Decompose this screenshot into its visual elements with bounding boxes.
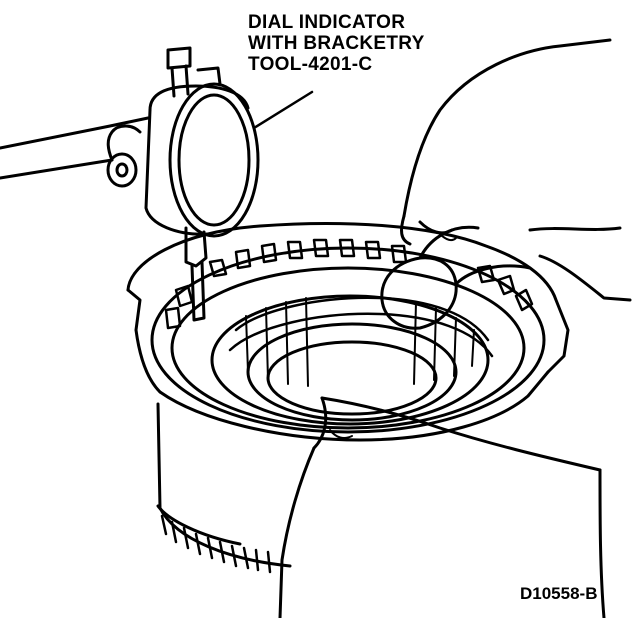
pressing-hand bbox=[380, 38, 632, 330]
callout-line-3: TOOL-4201-C bbox=[248, 54, 373, 75]
callout-leader bbox=[252, 90, 314, 130]
clutch-drum bbox=[126, 222, 570, 574]
bracket-arm bbox=[0, 116, 150, 188]
figure-id: D10558-B bbox=[520, 584, 598, 603]
clutch-plates bbox=[164, 238, 534, 387]
callout-line-1: DIAL INDICATOR bbox=[248, 12, 406, 33]
dial-indicator bbox=[144, 46, 260, 322]
tool-callout: DIAL INDICATOR WITH BRACKETRY TOOL-4201-… bbox=[248, 12, 425, 75]
support-arm bbox=[278, 396, 606, 618]
callout-line-2: WITH BRACKETRY bbox=[248, 33, 425, 54]
